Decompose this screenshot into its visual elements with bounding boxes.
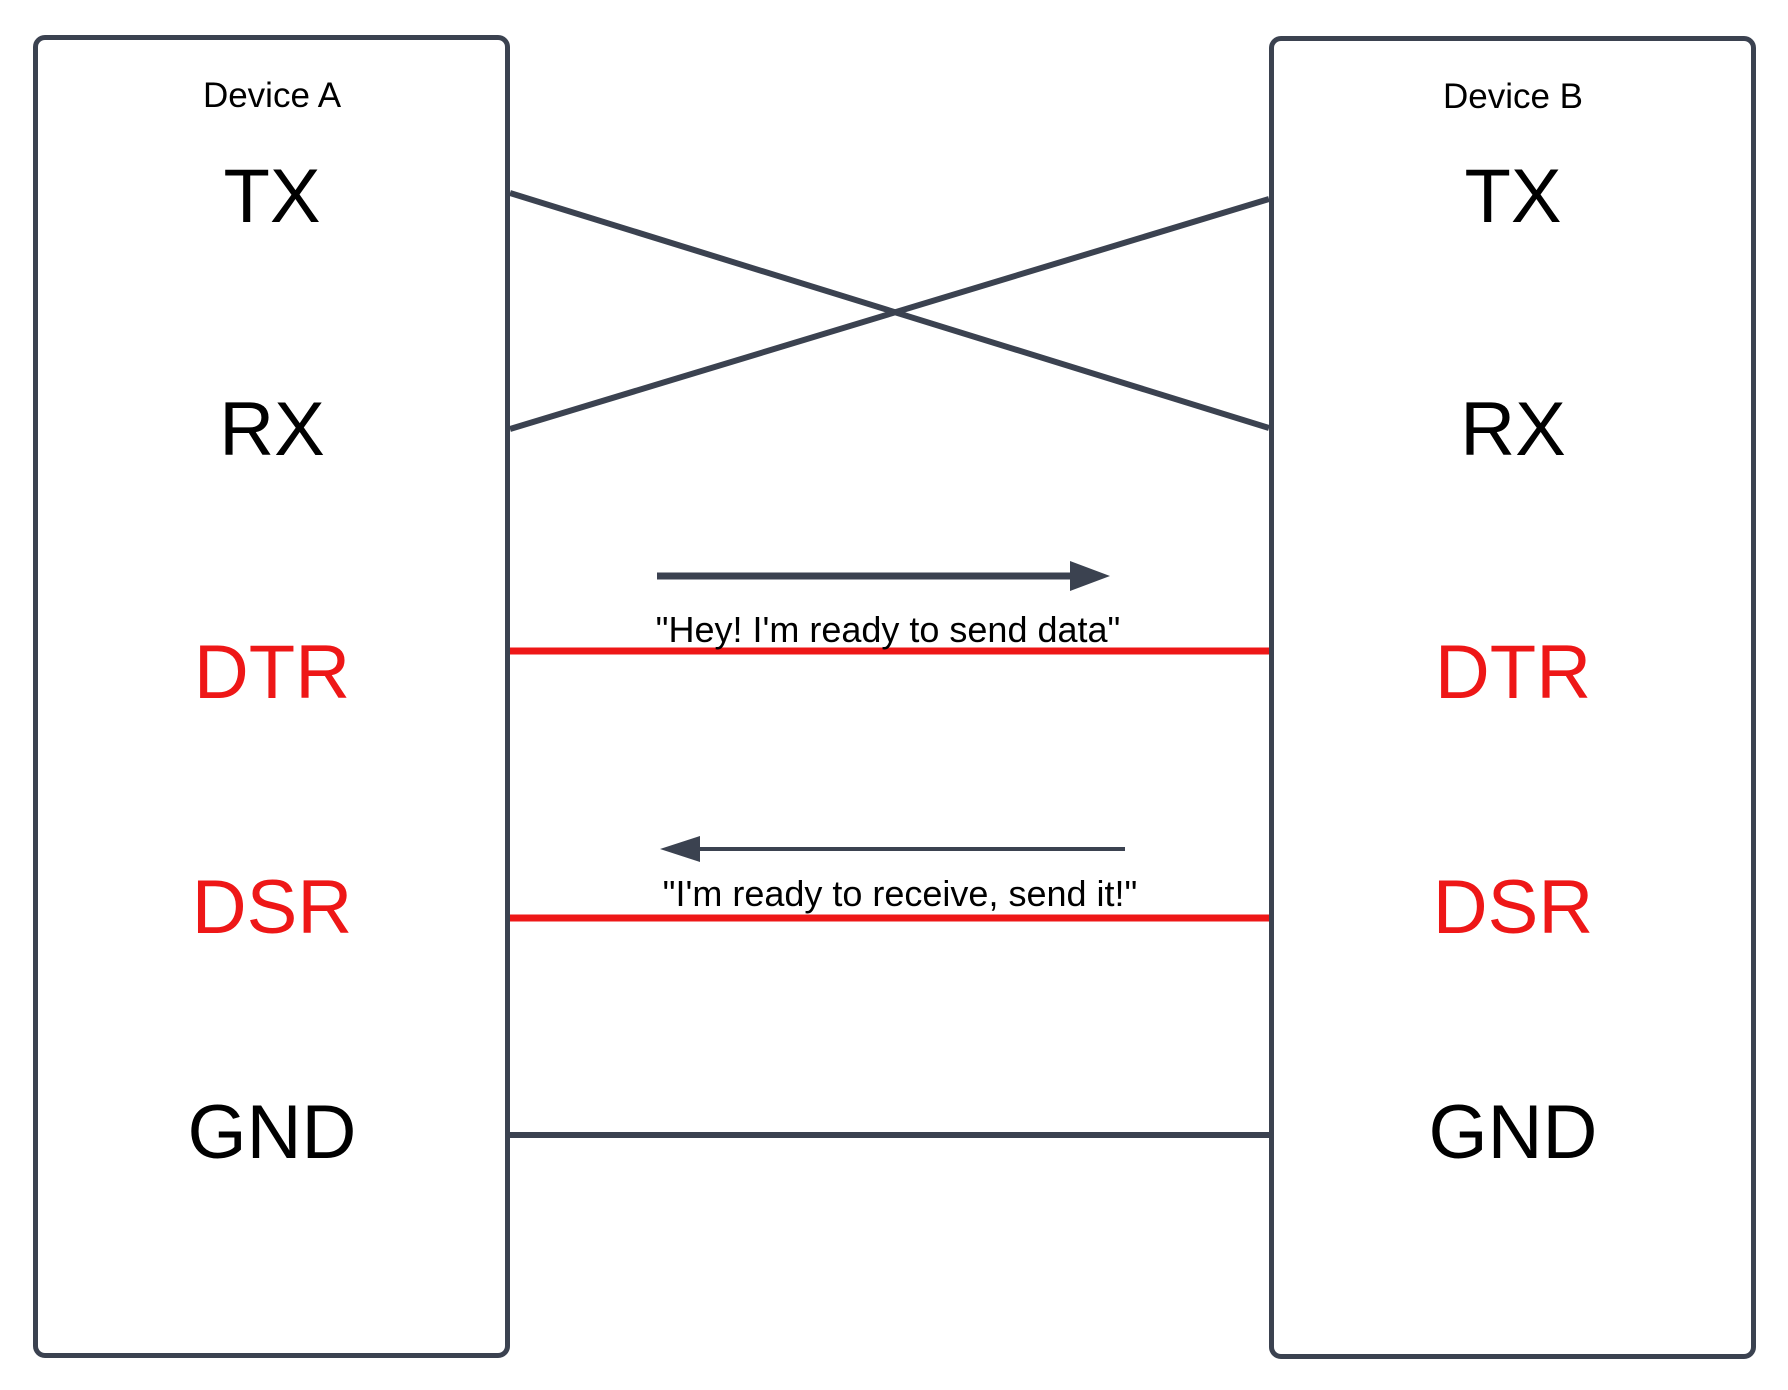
pin-a-dtr: DTR — [193, 630, 351, 715]
wire-a-tx-to-b-rx — [509, 190, 1270, 431]
pin-b-dtr: DTR — [1434, 630, 1592, 715]
pin-a-tx: TX — [223, 154, 321, 239]
dtr-request-message: "Hey! I'm ready to send data" — [655, 609, 1121, 650]
pin-a-rx: RX — [219, 387, 325, 472]
pin-b-tx: TX — [1464, 154, 1562, 239]
wire-a-rx-to-b-tx — [509, 196, 1270, 432]
pin-b-dsr: DSR — [1432, 865, 1594, 950]
pin-a-dsr: DSR — [191, 865, 353, 950]
device-b-box — [1269, 36, 1756, 1359]
device-a-box — [33, 35, 510, 1358]
device-a-title: Device A — [202, 76, 342, 115]
device-b-title: Device B — [1442, 77, 1584, 116]
dsr-reply-message: "I'm ready to receive, send it!" — [662, 873, 1138, 914]
pin-b-gnd: GND — [1428, 1090, 1598, 1175]
pin-a-gnd: GND — [187, 1090, 357, 1175]
pin-b-rx: RX — [1460, 387, 1566, 472]
left-arrowhead-icon — [660, 836, 700, 862]
right-arrowhead-icon — [1070, 561, 1110, 591]
